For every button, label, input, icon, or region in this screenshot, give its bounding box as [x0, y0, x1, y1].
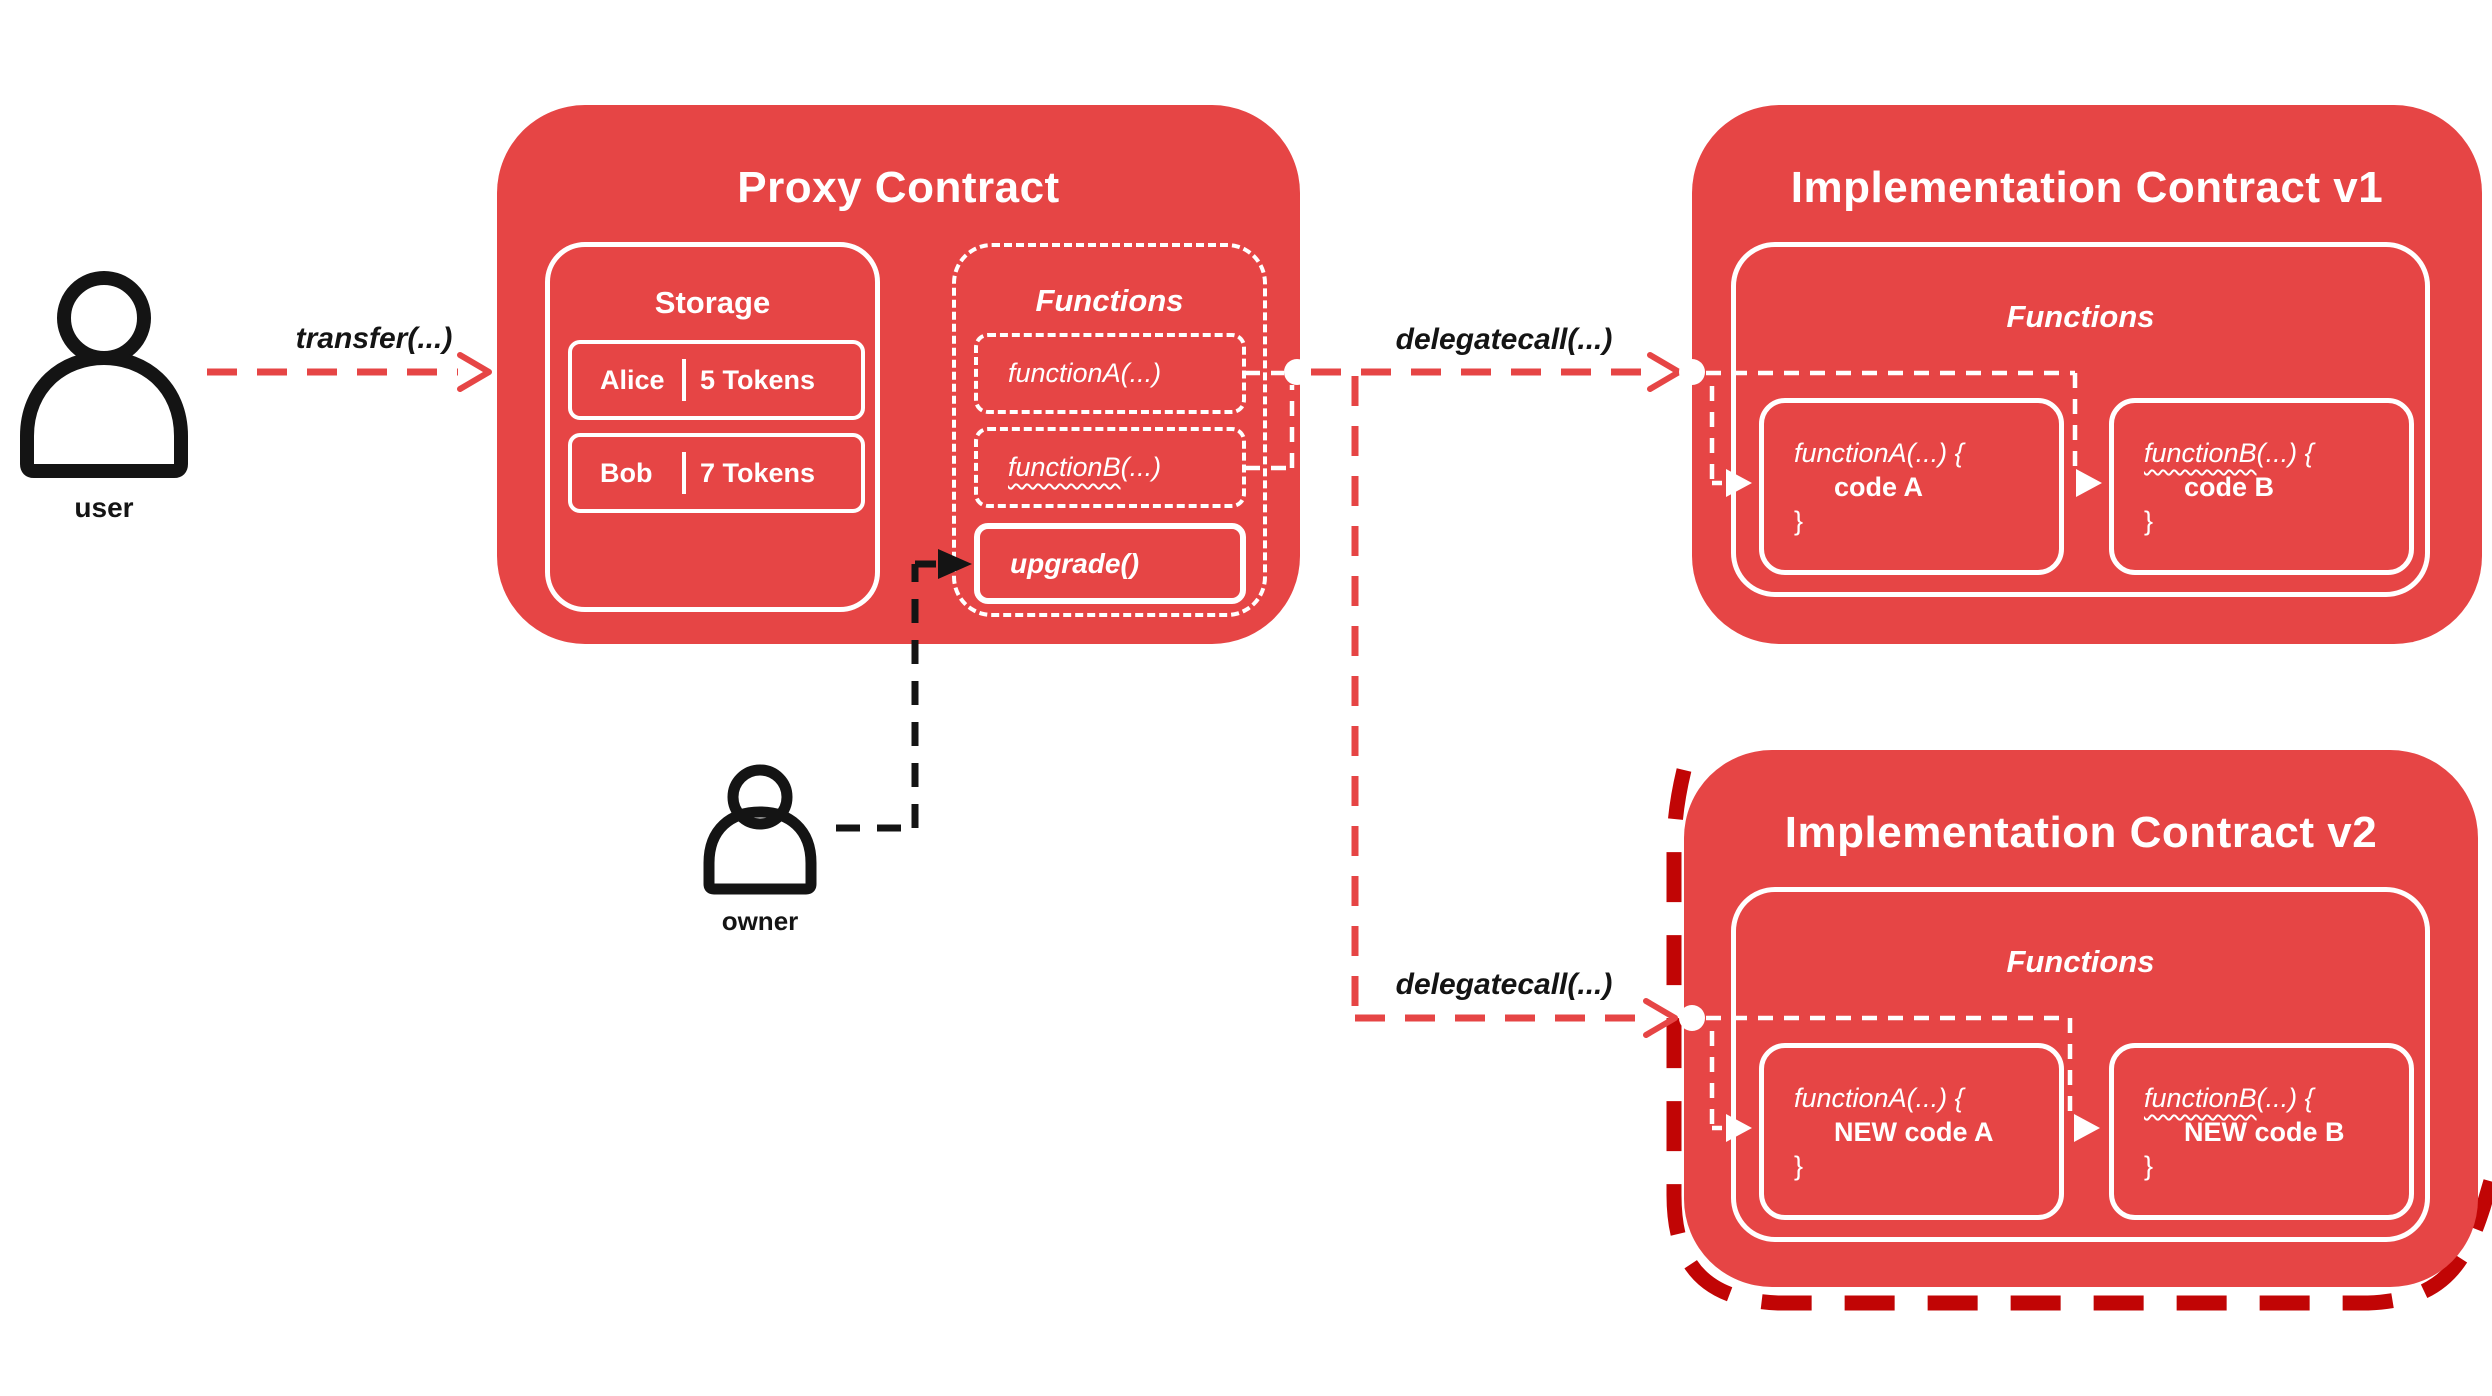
- storage-bob-name: Bob: [600, 457, 653, 488]
- user-label: user: [74, 492, 134, 523]
- implementation-v2-title: Implementation Contract v2: [1784, 808, 2378, 857]
- storage-divider: [682, 359, 686, 401]
- proxy-storage-box: Storage Alice 5 Tokens Bob 7 Tokens: [545, 242, 880, 612]
- storage-alice-name: Alice: [600, 364, 665, 395]
- v1-function-b-args: (...) {: [2256, 438, 2314, 468]
- v2-function-a-body: NEW code A: [1834, 1117, 1994, 1147]
- implementation-v2-box: Implementation Contract v2 Functions fun…: [1684, 750, 2478, 1287]
- v2-function-a-box: functionA(...) { NEW code A }: [1759, 1043, 2064, 1220]
- v1-function-a-box: functionA(...) { code A }: [1759, 398, 2064, 575]
- proxy-function-b: functionB(...): [974, 427, 1246, 508]
- implementation-v1-title: Implementation Contract v1: [1790, 163, 2384, 212]
- v1-function-a-body: code A: [1834, 472, 1924, 502]
- v1-functions-title: Functions: [2006, 299, 2155, 334]
- delegatecall-v1-label: delegatecall(...): [1395, 323, 1613, 356]
- v1-function-a-signature: functionA(...) {: [1794, 438, 1964, 468]
- proxy-function-b-label: functionB: [1008, 452, 1121, 482]
- delegatecall-v2-label: delegatecall(...): [1395, 968, 1613, 1001]
- proxy-storage-title: Storage: [654, 285, 771, 320]
- v2-function-b-body: NEW code B: [2184, 1117, 2345, 1147]
- v2-function-b-name: functionB: [2144, 1083, 2257, 1113]
- proxy-upgrade-label: upgrade(): [1010, 547, 1140, 579]
- proxy-contract-box: Proxy Contract Storage Alice 5 Tokens Bo…: [497, 105, 1300, 644]
- proxy-upgrade-function: upgrade(): [974, 523, 1246, 604]
- v2-function-a-close: }: [1794, 1151, 1804, 1181]
- v1-function-b-body: code B: [2184, 472, 2275, 502]
- v2-function-a-signature: functionA(...) {: [1794, 1083, 1964, 1113]
- proxy-contract-title: Proxy Contract: [737, 163, 1060, 212]
- transfer-label: transfer(...): [295, 322, 453, 355]
- storage-row-bob: Bob 7 Tokens: [568, 433, 865, 513]
- proxy-function-a-label: functionA(...): [1008, 358, 1162, 388]
- v2-function-b-close: }: [2144, 1151, 2154, 1181]
- proxy-function-a: functionA(...): [974, 333, 1246, 414]
- v2-function-b-args: (...) {: [2256, 1083, 2314, 1113]
- v1-function-a-close: }: [1794, 506, 1804, 536]
- v2-functions-box: Functions functionA(...) { NEW code A } …: [1731, 887, 2430, 1242]
- v1-function-b-box: functionB(...) { code B }: [2109, 398, 2414, 575]
- owner-label: owner: [721, 906, 799, 936]
- storage-alice-amount: 5 Tokens: [700, 364, 816, 395]
- v2-highlight-dashed-border: [1666, 768, 2492, 1311]
- v2-functions-title: Functions: [2006, 944, 2155, 979]
- storage-bob-amount: 7 Tokens: [700, 457, 816, 488]
- proxy-functions-box: Functions functionA(...) functionB(...) …: [952, 243, 1267, 617]
- v1-function-b-name: functionB: [2144, 438, 2257, 468]
- v2-function-b-box: functionB(...) { NEW code B }: [2109, 1043, 2414, 1220]
- v1-function-b-close: }: [2144, 506, 2154, 536]
- v1-functions-box: Functions functionA(...) { code A } func…: [1731, 242, 2430, 597]
- proxy-functions-title: Functions: [1035, 283, 1184, 318]
- proxy-function-b-args: (...): [1120, 452, 1162, 482]
- implementation-v1-box: Implementation Contract v1 Functions fun…: [1692, 105, 2482, 644]
- storage-divider: [682, 452, 686, 494]
- storage-row-alice: Alice 5 Tokens: [568, 340, 865, 420]
